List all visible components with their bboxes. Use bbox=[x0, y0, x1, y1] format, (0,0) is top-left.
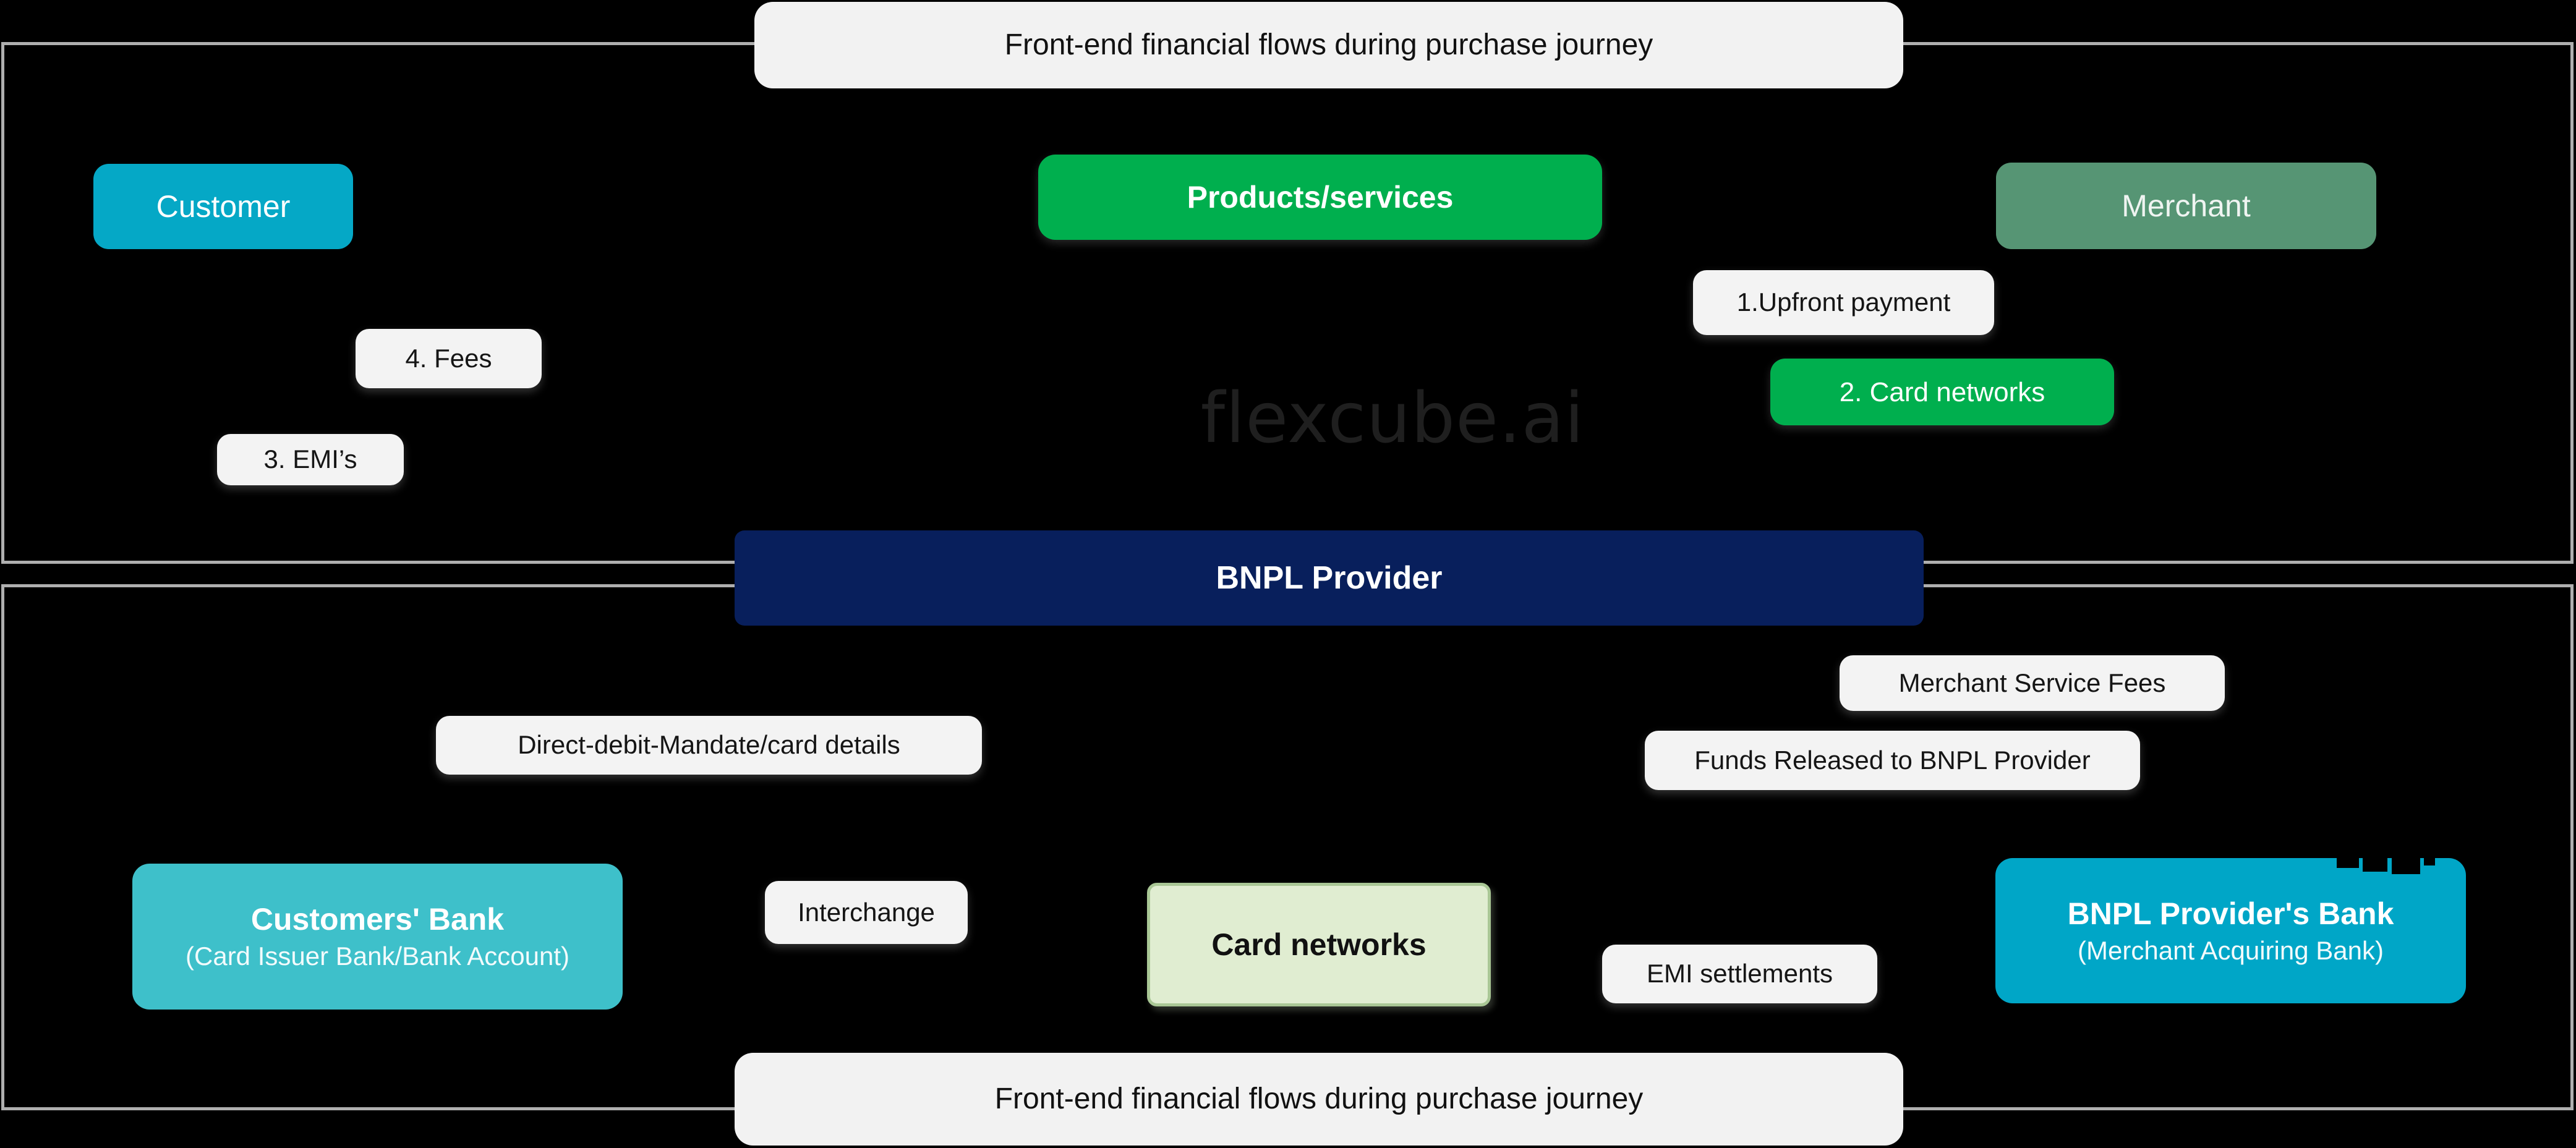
bnpl-providers-bank-box: BNPL Provider's Bank (Merchant Acquiring… bbox=[1995, 858, 2466, 1003]
watermark: flexcube.ai bbox=[1200, 378, 1585, 459]
bnpl-provider-box: BNPL Provider bbox=[735, 530, 1924, 626]
top-section-frame bbox=[1, 42, 2574, 564]
customers-bank-title: Customers' Bank bbox=[250, 902, 505, 937]
customers-bank-subtitle: (Card Issuer Bank/Bank Account) bbox=[186, 942, 569, 971]
label-upfront-payment: 1.Upfront payment bbox=[1693, 270, 1994, 335]
bnpl-bank-title: BNPL Provider's Bank bbox=[2067, 896, 2394, 931]
products-services-box: Products/services bbox=[1038, 155, 1602, 240]
bottom-title: Front-end financial flows during purchas… bbox=[735, 1053, 1903, 1146]
bnpl-bank-subtitle: (Merchant Acquiring Bank) bbox=[2078, 935, 2384, 965]
label-emi-settlements: EMI settlements bbox=[1602, 945, 1877, 1003]
merchant-box: Merchant bbox=[1996, 163, 2376, 249]
artifact-notch bbox=[2424, 858, 2435, 865]
label-funds-released: Funds Released to BNPL Provider bbox=[1645, 731, 2140, 790]
artifact-notch bbox=[2337, 858, 2359, 868]
card-networks-box: Card networks bbox=[1147, 883, 1491, 1006]
label-card-networks-step: 2. Card networks bbox=[1770, 359, 2114, 425]
artifact-notch bbox=[2392, 858, 2420, 874]
customer-box: Customer bbox=[93, 164, 353, 249]
customers-bank-box: Customers' Bank (Card Issuer Bank/Bank A… bbox=[132, 864, 623, 1010]
artifact-notch bbox=[2363, 858, 2387, 872]
top-title: Front-end financial flows during purchas… bbox=[754, 2, 1903, 88]
label-interchange: Interchange bbox=[765, 881, 968, 944]
label-merchant-service-fees: Merchant Service Fees bbox=[1840, 655, 2225, 711]
label-fees: 4. Fees bbox=[356, 329, 542, 388]
label-emis: 3. EMI’s bbox=[217, 434, 404, 485]
label-direct-debit-mandate: Direct-debit-Mandate/card details bbox=[436, 716, 982, 775]
